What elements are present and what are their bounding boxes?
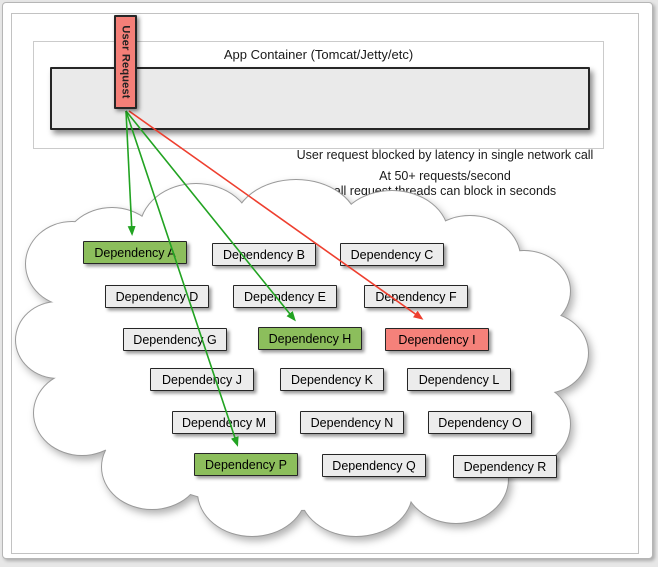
user-request-label: User Request	[119, 25, 132, 99]
dependency-box-r: Dependency R	[453, 455, 557, 478]
dependency-box-g: Dependency G	[123, 328, 227, 351]
dependency-box-m: Dependency M	[172, 411, 276, 434]
dependency-box-n: Dependency N	[300, 411, 404, 434]
dependency-box-q: Dependency Q	[322, 454, 426, 477]
dependency-box-l: Dependency L	[407, 368, 511, 391]
dependency-box-d: Dependency D	[105, 285, 209, 308]
diagram-frame	[11, 13, 639, 554]
dependency-box-k: Dependency K	[280, 368, 384, 391]
dependency-box-e: Dependency E	[233, 285, 337, 308]
dependency-box-j: Dependency J	[150, 368, 254, 391]
dependency-box-f: Dependency F	[364, 285, 468, 308]
dependency-box-i: Dependency I	[385, 328, 489, 351]
dependency-box-p: Dependency P	[194, 453, 298, 476]
app-container-title: App Container (Tomcat/Jetty/etc)	[223, 47, 414, 62]
dependency-box-b: Dependency B	[212, 243, 316, 266]
dependency-box-h: Dependency H	[258, 327, 362, 350]
dependency-box-c: Dependency C	[340, 243, 444, 266]
dependency-box-a: Dependency A	[83, 241, 187, 264]
user-request-box: User Request	[114, 15, 137, 109]
dependency-box-o: Dependency O	[428, 411, 532, 434]
